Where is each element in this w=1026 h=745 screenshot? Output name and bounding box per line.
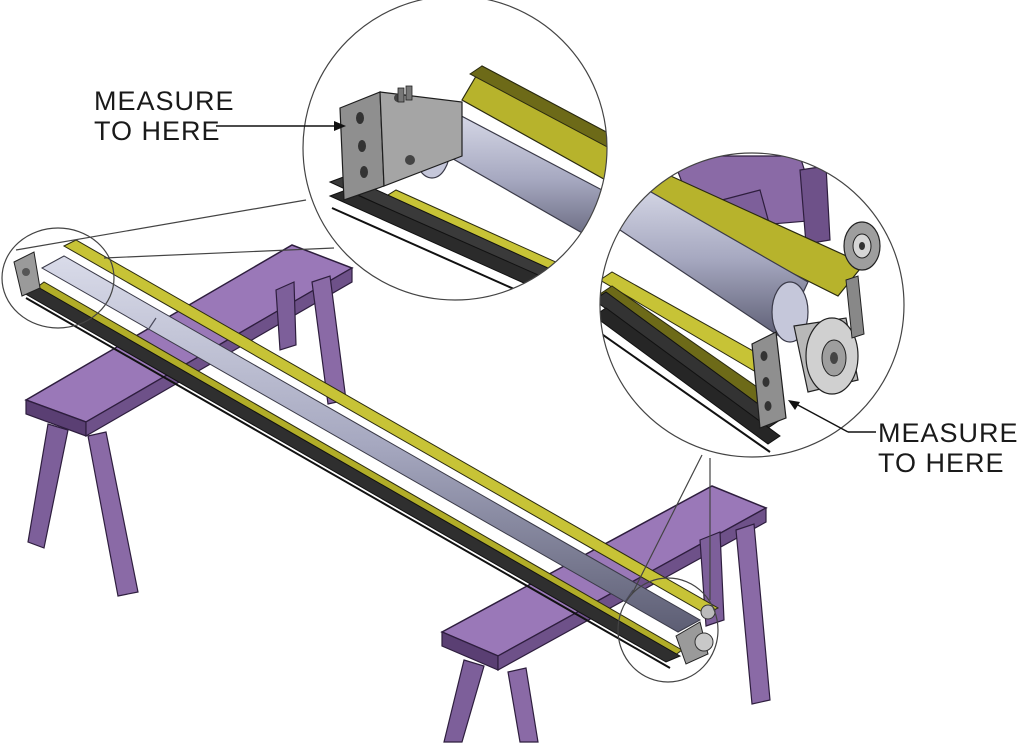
left-callout-line2: TO HERE [94, 116, 221, 146]
left-detail-view [302, 0, 608, 301]
right-detail-marker [617, 577, 719, 683]
left-detail-leader-a [15, 199, 307, 251]
left-callout-line1: MEASURE [94, 86, 235, 116]
left-callout-label: MEASURE TO HERE [94, 86, 235, 146]
left-detail-leader-b [103, 247, 335, 259]
left-sawhorse [24, 244, 354, 597]
left-detail-marker [1, 227, 115, 329]
right-callout-line1: MEASURE [878, 418, 1019, 448]
roller-assembly [13, 239, 720, 669]
right-callout-line2: TO HERE [878, 448, 1005, 478]
left-callout-arrow [216, 121, 346, 131]
right-detail-view [599, 152, 905, 458]
right-callout-label: MEASURE TO HERE [878, 418, 1019, 478]
right-detail-leader-a [631, 454, 703, 595]
right-callout-arrow [788, 400, 876, 433]
